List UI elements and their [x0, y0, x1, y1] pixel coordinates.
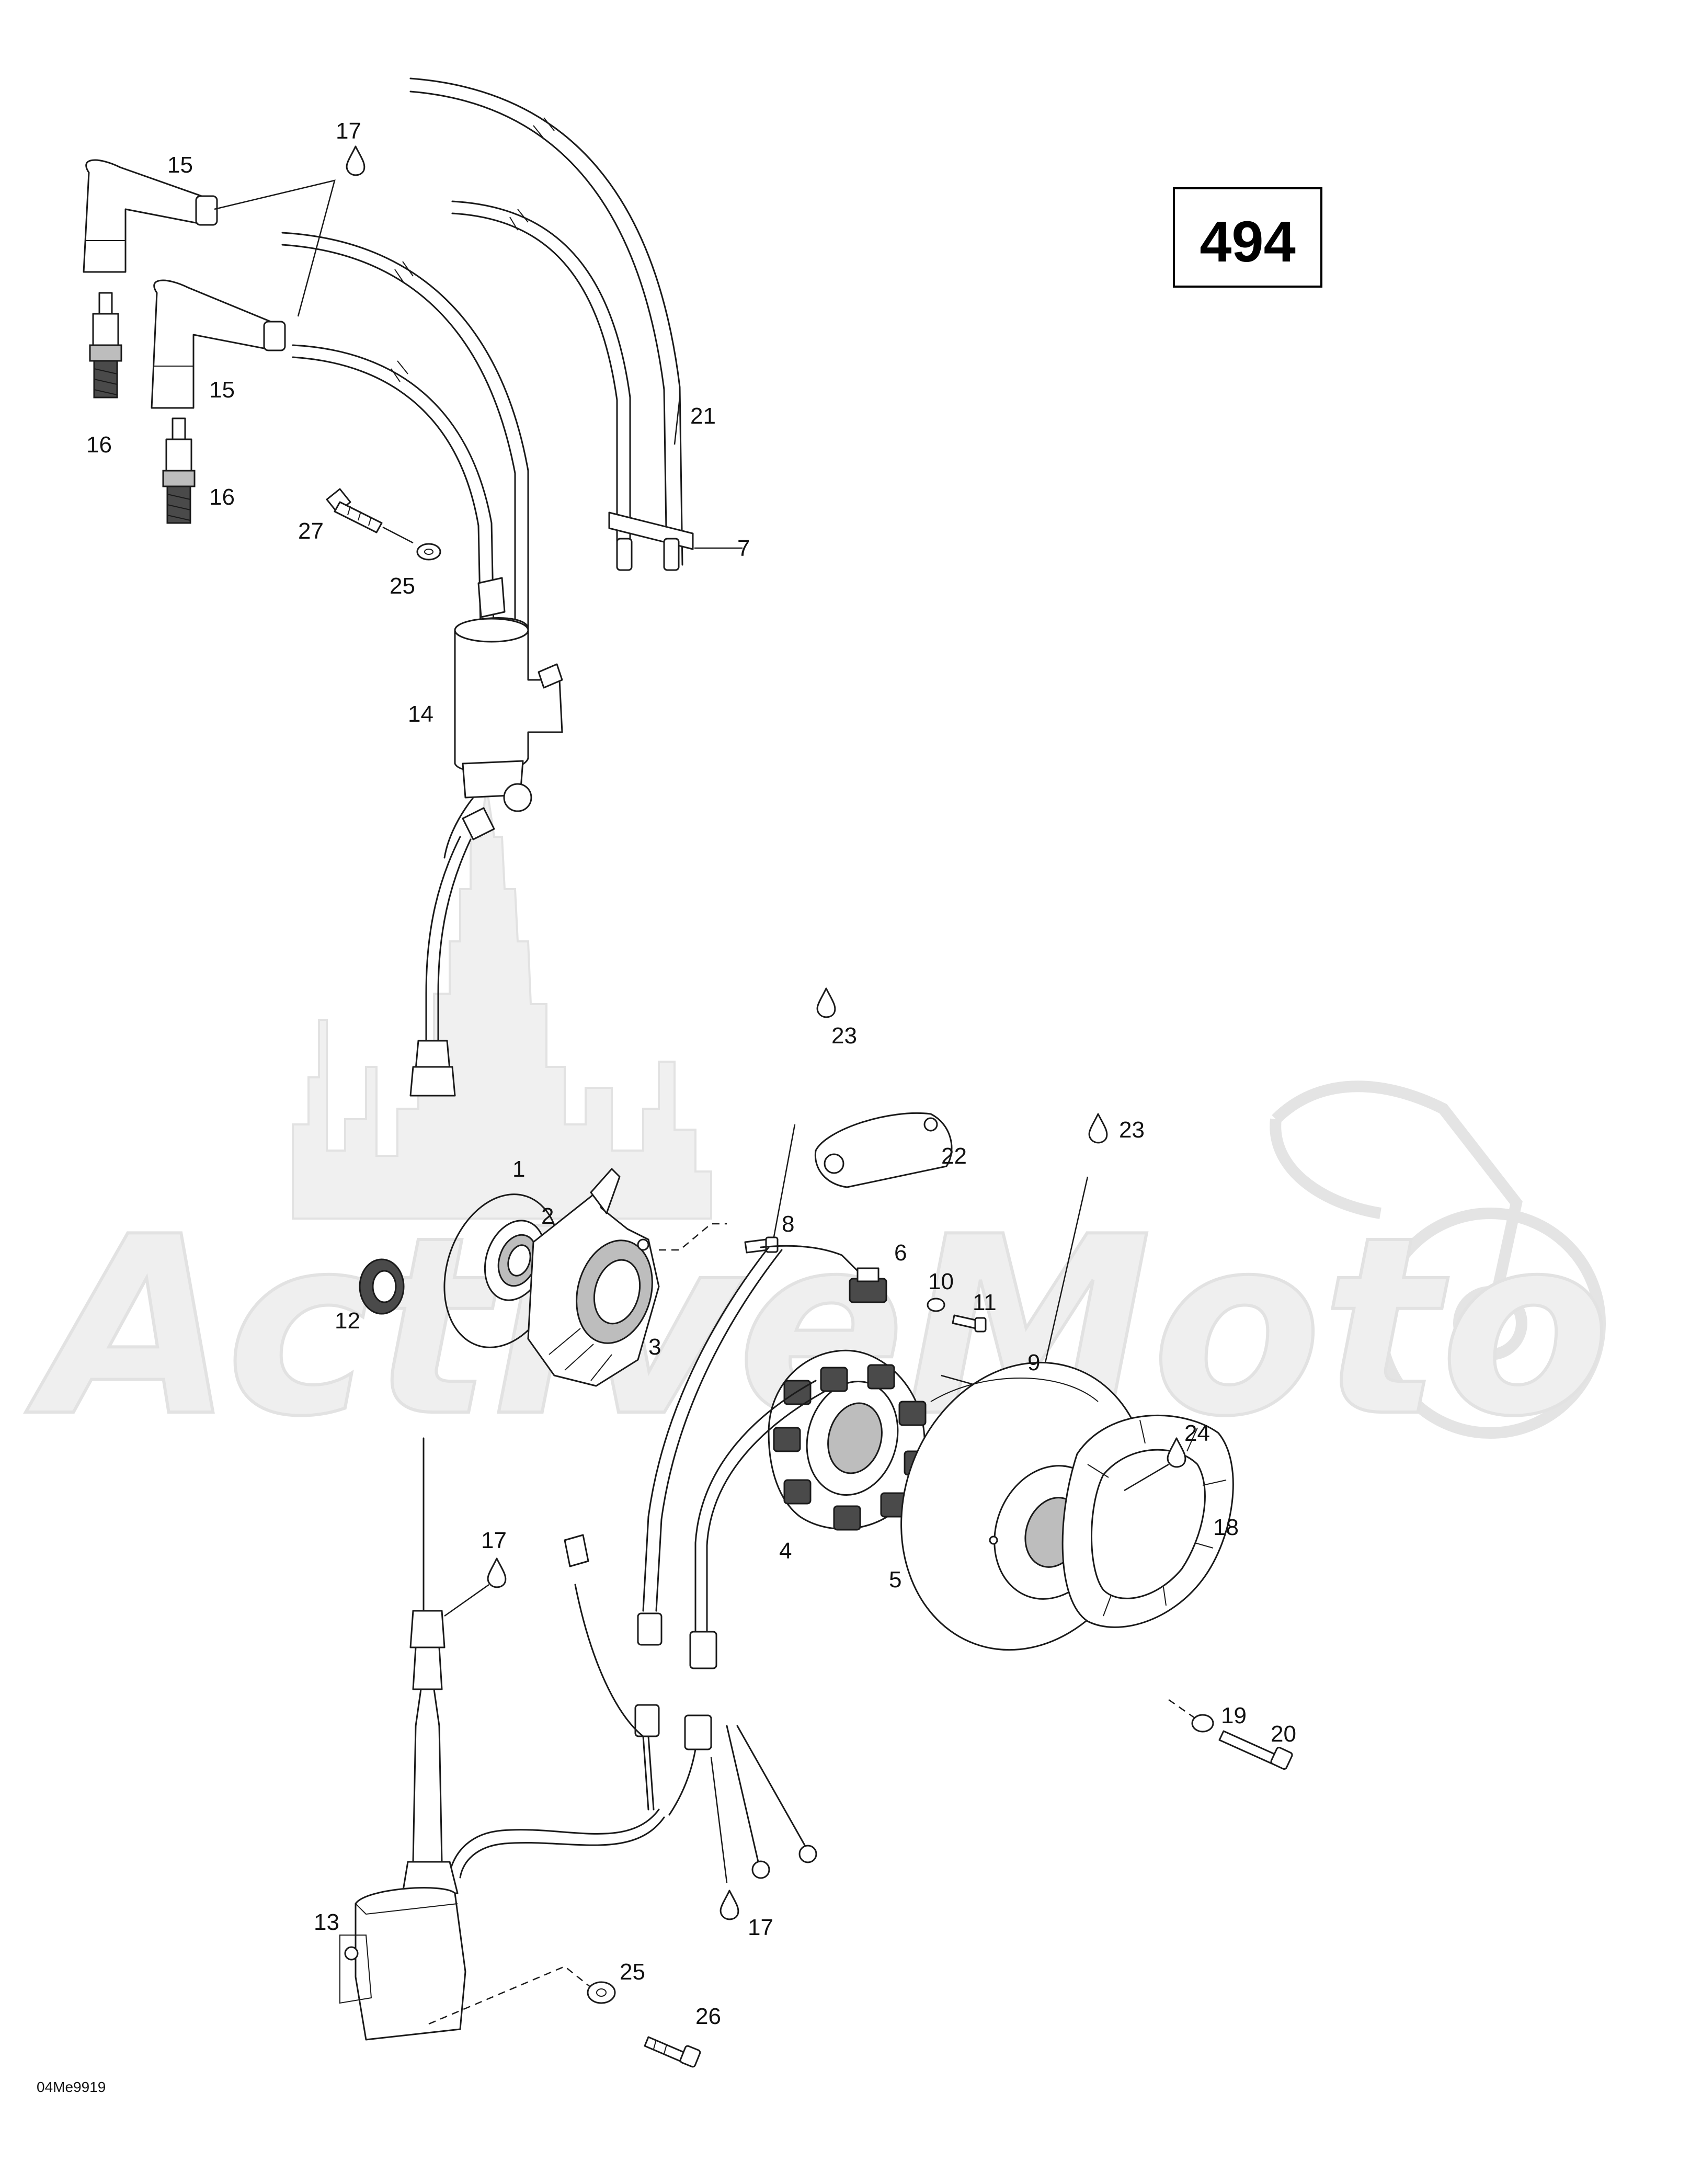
part-label: 13	[314, 1909, 339, 1935]
cover-22	[814, 1112, 953, 1188]
lubricant-drop-icon	[1088, 1113, 1108, 1144]
spark-plug-cap-upper	[83, 159, 218, 273]
lubricant-drop-icon	[720, 1890, 739, 1920]
leader-17-bottom	[710, 1757, 728, 1883]
oil-seal	[484, 1220, 546, 1301]
high-tension-wires	[281, 77, 683, 665]
reference-number: 494	[1200, 210, 1296, 274]
leader-21	[673, 397, 681, 445]
part-label: 14	[408, 701, 433, 727]
magneto-housing	[527, 1168, 727, 1387]
washer-10	[927, 1298, 945, 1312]
part-label: 9	[1027, 1350, 1040, 1375]
spark-plug-icon	[162, 417, 196, 524]
part-label: 11	[973, 1290, 997, 1315]
lubricant-drop-icon	[487, 1557, 507, 1588]
cdi-module	[339, 1437, 591, 2041]
screw-8	[744, 1124, 796, 1254]
leader-17-top	[214, 179, 336, 317]
part-label: 16	[209, 484, 235, 510]
part-label: 6	[894, 1240, 907, 1266]
rubber-plug	[359, 1258, 405, 1315]
trigger-coil	[760, 1245, 887, 1303]
part-label: 26	[695, 2004, 721, 2029]
lubricant-drop-icon	[1167, 1437, 1186, 1468]
watermark-skyline	[292, 784, 712, 1220]
bolt-26	[644, 2036, 701, 2068]
ignition-coil	[409, 577, 563, 1097]
washer-25-lower	[587, 1981, 616, 2004]
leader-24	[1124, 1463, 1169, 1492]
part-label: 16	[86, 432, 112, 458]
stator	[768, 1349, 932, 1531]
part-label: 18	[1213, 1515, 1239, 1540]
part-label: 25	[390, 573, 415, 599]
part-label: 15	[209, 377, 235, 403]
part-label: 19	[1221, 1703, 1247, 1728]
wiring-harness	[449, 1246, 826, 1879]
drawing-code: 04Me9919	[37, 2079, 106, 2095]
part-label: 23	[831, 1023, 857, 1049]
ring-gear	[1061, 1414, 1234, 1628]
part-label: 22	[941, 1143, 967, 1169]
bolt-27	[326, 488, 414, 544]
part-label: 7	[737, 536, 750, 561]
spark-plug-cap-lower	[151, 279, 286, 409]
part-label: 23	[1119, 1117, 1145, 1143]
part-label: 20	[1271, 1721, 1296, 1747]
part-label: 15	[167, 152, 193, 178]
part-label: 12	[335, 1308, 360, 1334]
wire-clip	[608, 511, 743, 571]
part-label: 8	[782, 1211, 794, 1237]
part-label: 1	[512, 1156, 525, 1182]
part-label: 2	[541, 1203, 554, 1229]
spark-plug-icon	[89, 292, 122, 399]
part-number-labels: 1 2 3 4 5 6 7 8 9 10 11 12 13 14 15 15 1…	[86, 118, 1296, 2029]
part-label: 4	[779, 1538, 792, 1564]
bolt-20	[1168, 1699, 1293, 1770]
part-label: 17	[481, 1528, 507, 1553]
part-label: 27	[298, 518, 324, 544]
leader-17-mid	[444, 1584, 489, 1617]
part-label: 5	[889, 1567, 901, 1592]
part-label: 25	[620, 1959, 645, 1985]
screw-11	[952, 1314, 987, 1333]
part-label: 10	[928, 1269, 954, 1294]
part-label: 17	[336, 118, 361, 144]
lubricant-drop-icon	[816, 987, 836, 1018]
watermark-motorcycle	[1270, 1080, 1606, 1439]
washer-25-upper	[416, 543, 441, 561]
washer-19	[1191, 1714, 1214, 1733]
lubricant-drop-icon	[346, 145, 366, 176]
reference-box: 494	[1173, 187, 1322, 288]
part-label: 21	[690, 403, 716, 429]
part-label: 24	[1184, 1420, 1210, 1446]
part-label: 3	[648, 1334, 661, 1360]
part-label: 17	[748, 1915, 773, 1940]
